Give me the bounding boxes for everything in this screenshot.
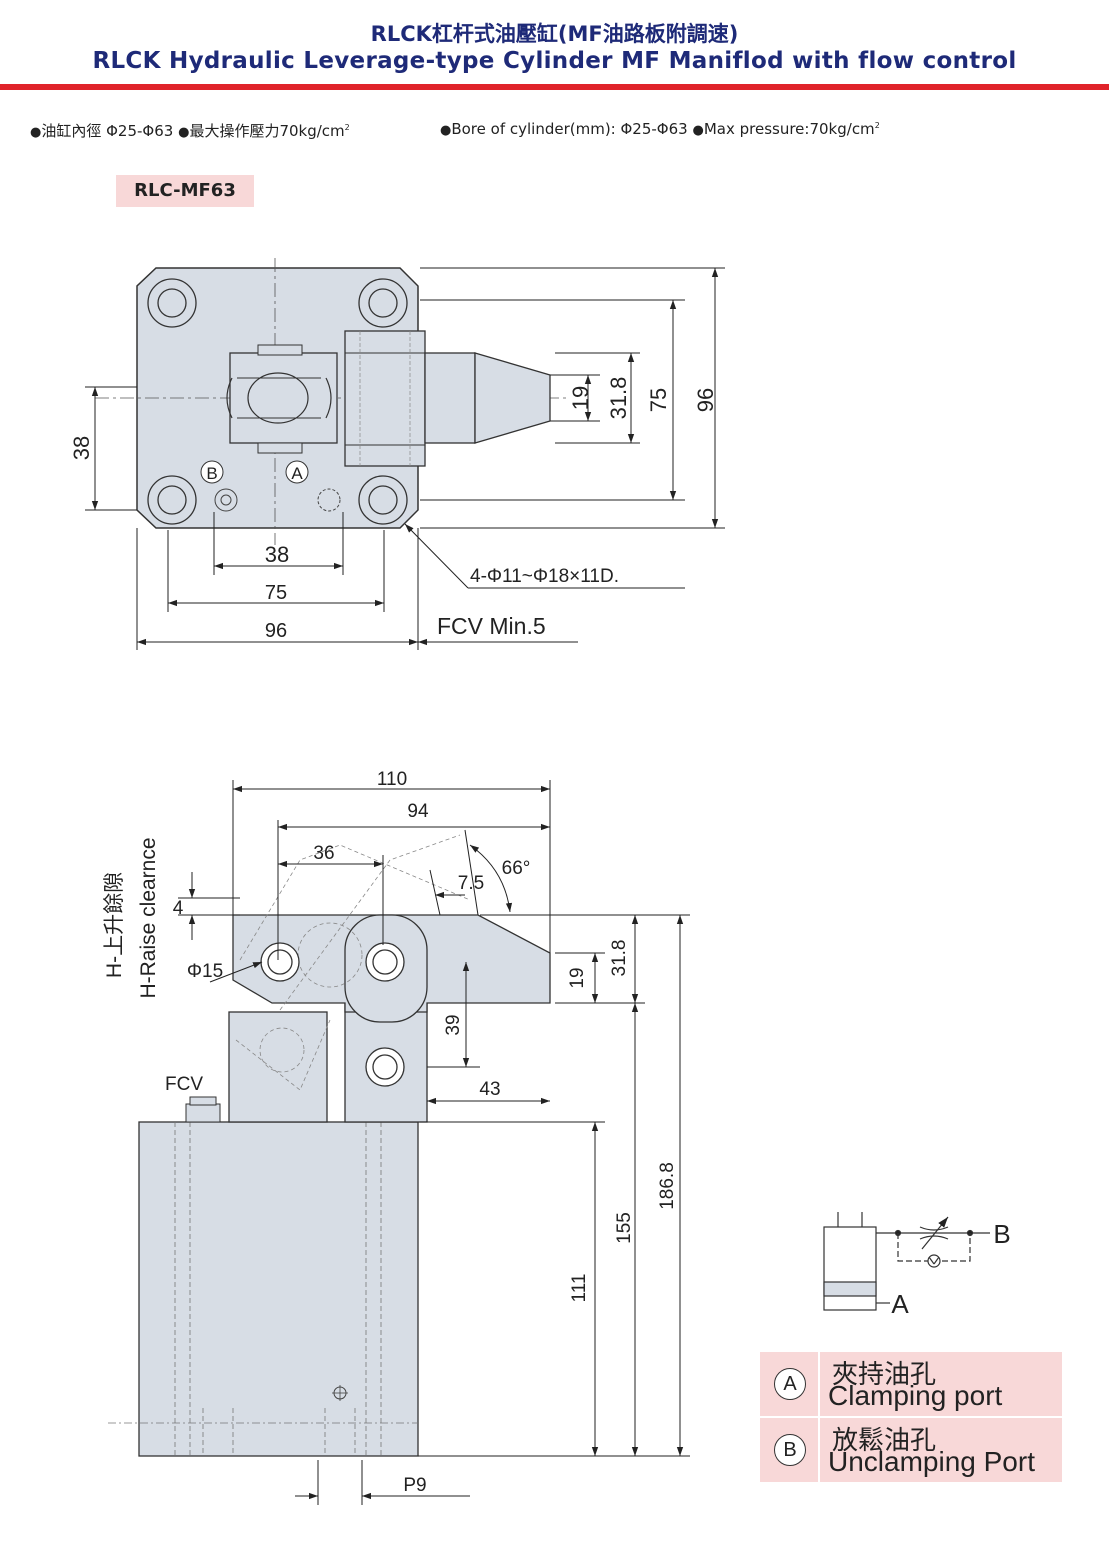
side-dim-4: 4: [173, 898, 184, 919]
legend-letter-a: A: [774, 1368, 806, 1400]
side-dim-94: 94: [407, 801, 429, 822]
legend-zh-clamping: 夾持油孔: [832, 1360, 937, 1390]
raise-clearance-zh: H-上升餘隙: [103, 872, 126, 978]
top-dim-75: 75: [646, 388, 671, 412]
side-dim-155: 155: [614, 1212, 635, 1244]
raise-clearance-en: H-Raise clearnce: [137, 837, 160, 998]
legend-separator: [818, 1418, 820, 1482]
spec-chinese: ●油缸內徑 Φ25-Φ63 ●最大操作壓力70kg/cm2: [30, 122, 350, 140]
top-port-a-label: A: [291, 464, 303, 483]
top-port-b-label: B: [206, 464, 217, 483]
legend-zh-unclamping: 放鬆油孔: [832, 1426, 937, 1456]
bottom-dim-96: 96: [265, 620, 287, 642]
spec-zh-pressure: 最大操作壓力70kg/cm: [189, 122, 345, 140]
side-phi15: Φ15: [187, 961, 223, 982]
side-dim-p9: P9: [403, 1475, 426, 1496]
title-english: RLCK Hydraulic Leverage-type Cylinder MF…: [92, 48, 1017, 74]
header-divider: [0, 84, 1109, 90]
spec-en-sup: 2: [874, 121, 880, 130]
circuit-label-b: B: [993, 1219, 1010, 1249]
spec-en-bore: Bore of cylinder(mm): Φ25-Φ63: [451, 120, 688, 138]
side-dim-19: 19: [567, 967, 588, 988]
spec-en-pressure: Max pressure:70kg/cm: [703, 120, 875, 138]
circuit-label-a: A: [891, 1289, 909, 1319]
top-dim-19: 19: [568, 386, 593, 410]
legend-letter-b: B: [774, 1434, 806, 1466]
top-view: 19 31.8 75 96 38 B A 38 75 96 4-Φ11~Φ18×…: [69, 258, 725, 650]
spec-english: ●Bore of cylinder(mm): Φ25-Φ63 ●Max pres…: [440, 120, 880, 138]
hole-note: 4-Φ11~Φ18×11D.: [470, 566, 619, 587]
side-dim-111: 111: [569, 1274, 590, 1303]
top-dim-96: 96: [693, 388, 718, 412]
side-dim-36: 36: [313, 843, 334, 864]
top-dim-31-8: 31.8: [606, 377, 631, 420]
side-view: 110 94 36 7.5 66° 4 Φ15 19 31.8 39 43 FC…: [103, 769, 690, 1505]
side-dim-110: 110: [377, 769, 407, 790]
title-chinese: RLCK杠杆式油壓缸(MF油路板附調速): [370, 22, 739, 46]
legend-separator: [818, 1352, 820, 1416]
side-dim-39: 39: [443, 1014, 464, 1035]
legend-en-clamping: Clamping port: [828, 1380, 1003, 1411]
legend-en-unclamping: Unclamping Port: [828, 1446, 1035, 1477]
fcv-min-label: FCV Min.5: [437, 613, 546, 639]
model-tag: RLC-MF63: [116, 175, 254, 207]
side-dim-31-8: 31.8: [609, 940, 630, 977]
side-dim-43: 43: [479, 1079, 500, 1100]
bottom-dim-38: 38: [265, 542, 289, 567]
spec-zh-sup: 2: [344, 123, 350, 132]
side-dim-7-5: 7.5: [458, 873, 484, 894]
bottom-dim-75: 75: [265, 582, 287, 604]
legend-clamping-port: A 夾持油孔 Clamping port: [760, 1352, 1062, 1416]
legend-unclamping-port: B 放鬆油孔 Unclamping Port: [760, 1418, 1062, 1482]
top-dim-38-left: 38: [69, 436, 94, 460]
side-angle-66: 66°: [502, 858, 531, 879]
side-dim-186-8: 186.8: [657, 1162, 678, 1210]
hydraulic-circuit: [823, 1212, 990, 1311]
spec-zh-bore: 油缸內徑 Φ25-Φ63: [41, 122, 174, 140]
side-fcv-label: FCV: [165, 1074, 203, 1095]
